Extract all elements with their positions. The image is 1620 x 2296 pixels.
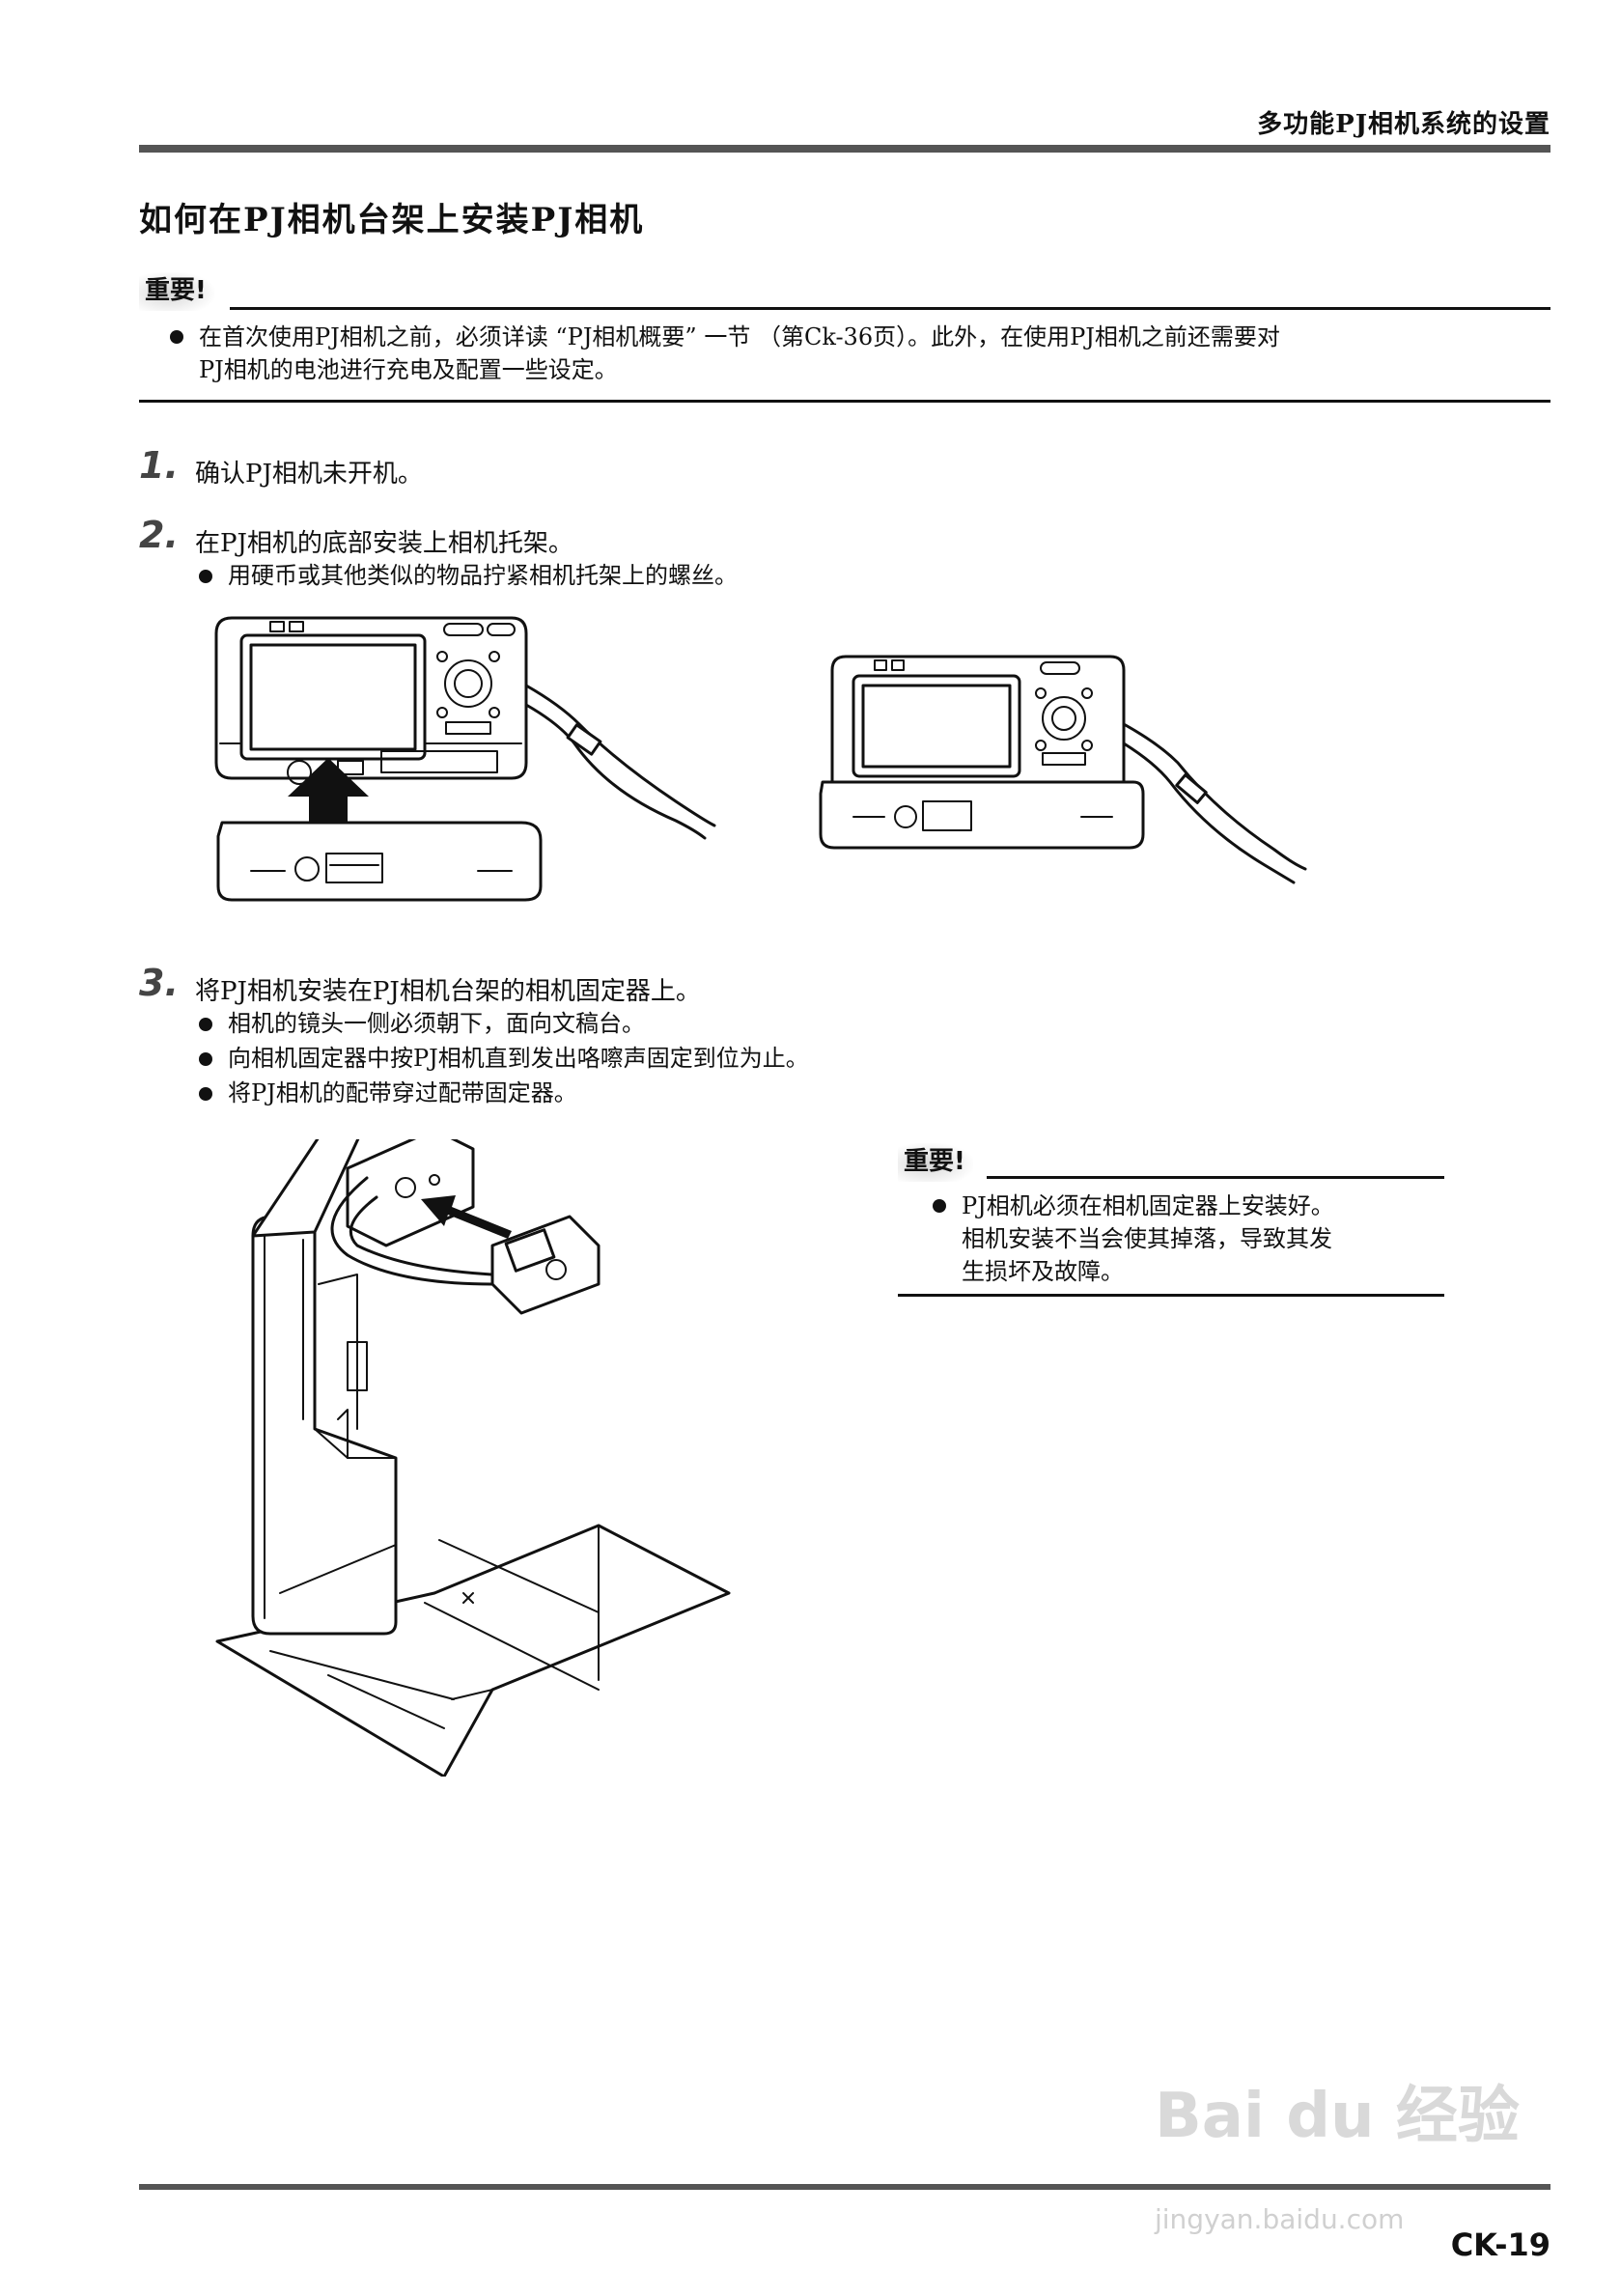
camera-with-cradle-illustration (819, 655, 1307, 884)
section-header-title: 多功能PJ相机系统的设置 (1257, 110, 1550, 139)
step-2-bullet: 用硬币或其他类似的物品拧紧相机托架上的螺丝。 (199, 560, 738, 591)
bullet-icon (199, 1087, 212, 1101)
important-text-line1: 在首次使用PJ相机之前，必须详读 “PJ相机概要” 一节 （第Ck-36页）。此… (199, 323, 1280, 350)
step-1-text: 确认PJ相机未开机。 (195, 460, 423, 489)
important-box-side: 重要! (898, 1141, 973, 1182)
top-divider (139, 145, 1550, 153)
camera-cradle-attach-illustration (214, 616, 716, 902)
watermark-url: jingyan.baidu.com (1155, 2203, 1405, 2235)
step-3-bullet-3-text: 将PJ相机的配带穿过配带固定器。 (228, 1079, 577, 1106)
step-1-number: 1. (139, 444, 179, 487)
important-bullet: 在首次使用PJ相机之前，必须详读 “PJ相机概要” 一节 （第Ck-36页）。此… (170, 321, 1541, 386)
important-box-top: 重要! (139, 270, 214, 311)
step-3-bullet-1: 相机的镜头一侧必须朝下，面向文稿台。 (199, 1008, 645, 1039)
bottom-divider (139, 2184, 1550, 2190)
important-side-rule (987, 1176, 1444, 1179)
step-3-bullet-3: 将PJ相机的配带穿过配带固定器。 (199, 1078, 577, 1108)
important-side-bottom-rule (898, 1294, 1444, 1297)
important-side-line-3: 生损坏及故障。 (962, 1258, 1124, 1285)
step-3-bullet-1-text: 相机的镜头一侧必须朝下，面向文稿台。 (228, 1010, 645, 1037)
watermark-logo: Bai du 经验 (1155, 2081, 1520, 2152)
bullet-icon (933, 1199, 946, 1213)
important-rule (230, 307, 1550, 310)
bullet-icon (199, 570, 212, 583)
step-2-text: 在PJ相机的底部安装上相机托架。 (195, 529, 573, 558)
step-3-text: 将PJ相机安装在PJ相机台架的相机固定器上。 (195, 977, 701, 1006)
important-side-label: 重要! (898, 1143, 973, 1182)
camera-stand-illustration (215, 1139, 731, 1777)
page-number: CK-19 (1450, 2226, 1550, 2263)
step-3-bullet-2: 向相机固定器中按PJ相机直到发出咯嚓声固定到位为止。 (199, 1043, 809, 1074)
important-side-bullet: PJ相机必须在相机固定器上安装好。 相机安装不当会使其掉落，导致其发 生损坏及故… (933, 1190, 1435, 1288)
important-text-line2: PJ相机的电池进行充电及配置一些设定。 (199, 356, 618, 383)
important-label: 重要! (139, 272, 214, 311)
bullet-icon (170, 330, 183, 344)
step-2-number: 2. (139, 514, 179, 556)
step-2-bullet-text: 用硬币或其他类似的物品拧紧相机托架上的螺丝。 (228, 562, 738, 589)
important-bottom-rule (139, 400, 1550, 403)
step-3-bullet-2-text: 向相机固定器中按PJ相机直到发出咯嚓声固定到位为止。 (228, 1045, 809, 1072)
important-side-line-1: PJ相机必须在相机固定器上安装好。 (962, 1192, 1334, 1219)
page-title: 如何在PJ相机台架上安装PJ相机 (139, 201, 645, 239)
bullet-icon (199, 1018, 212, 1031)
important-side-line-2: 相机安装不当会使其掉落，导致其发 (962, 1225, 1332, 1252)
bullet-icon (199, 1052, 212, 1066)
step-3-number: 3. (139, 962, 179, 1004)
